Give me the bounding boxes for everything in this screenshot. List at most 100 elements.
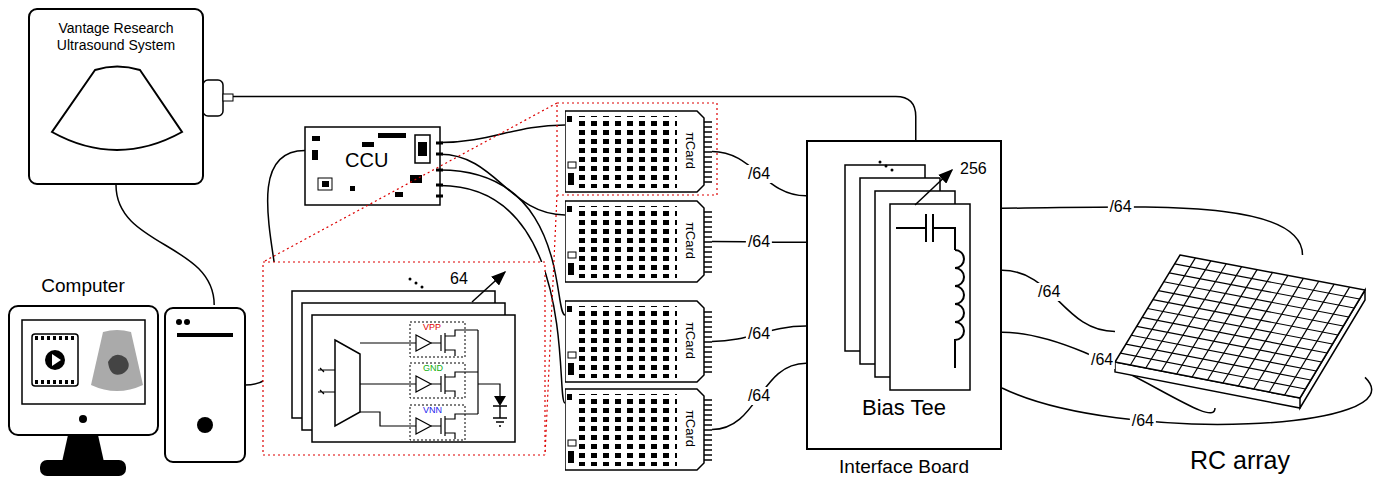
node-label: πCard [683, 388, 698, 468]
power-button [197, 417, 213, 433]
tower-led [176, 319, 182, 325]
svg-path [360, 343, 416, 426]
diode-bar-ground [493, 406, 507, 426]
grid-line [1120, 353, 1305, 389]
node-label: RC array [1115, 446, 1365, 475]
organ-blob [108, 355, 129, 375]
count-arrow [915, 170, 952, 205]
svg-path [416, 335, 431, 434]
channel-count: /64 [746, 233, 772, 251]
stack-dots [409, 278, 424, 289]
grid-line [1126, 344, 1311, 380]
drive-slot [177, 333, 233, 337]
pi-card [565, 389, 712, 470]
ultrasound-fan [52, 67, 182, 151]
cable [116, 185, 214, 305]
zoom-box [557, 103, 717, 195]
tower [165, 308, 245, 462]
count-number: 64 [450, 270, 468, 288]
cable [712, 363, 806, 429]
monitor-stand [62, 435, 104, 462]
svg-circle [885, 165, 888, 168]
count-arrow [472, 272, 505, 302]
channel-count: /64 [1107, 198, 1133, 216]
array-top [1115, 255, 1365, 398]
grid-line [1223, 275, 1288, 383]
zoom-line [263, 103, 557, 455]
ccu-board [305, 127, 440, 205]
cable [712, 152, 806, 196]
chip [362, 142, 374, 147]
node-caption: Interface Board [808, 456, 1000, 478]
array-grid [1120, 258, 1359, 395]
grid-line [1238, 278, 1303, 386]
count-number: 256 [960, 160, 987, 178]
probe-port [203, 80, 223, 116]
ccu-ports [436, 143, 443, 196]
grid-line [1137, 326, 1322, 362]
channel-count: /64 [1130, 412, 1156, 430]
film-holes [35, 338, 75, 382]
svg-circle [879, 161, 882, 164]
channel-count: /64 [746, 165, 772, 183]
node-label: πCard [683, 300, 698, 380]
chip [312, 150, 318, 160]
port-pin [223, 94, 233, 101]
svg-circle [421, 286, 424, 289]
rail-label: VPP [423, 322, 441, 332]
cable [1002, 207, 1303, 255]
node-label: πCard [683, 200, 698, 280]
driver-boxes [410, 322, 465, 440]
card-dots [879, 161, 894, 172]
svg-circle [409, 278, 412, 281]
svg-rect [890, 204, 970, 390]
svg-path [431, 330, 478, 356]
pi-card: πCard [565, 388, 712, 471]
grid-line [1131, 335, 1316, 371]
chip [415, 135, 430, 163]
drivers [360, 330, 500, 439]
play-triangle [52, 354, 61, 366]
svg-path [478, 330, 500, 414]
rail-label: VNN [423, 405, 442, 415]
node-label: Vantage Research Ultrasound System [46, 20, 186, 54]
chip [318, 178, 332, 190]
node-label: Computer [8, 275, 158, 297]
pi-card: πCard [565, 200, 712, 283]
chip [322, 181, 329, 187]
pi-card: πCard [565, 110, 712, 193]
pi-card: πCard [565, 300, 712, 383]
interface-board: Bias TeeInterface Board [806, 140, 1002, 450]
svg-path [431, 372, 478, 397]
grid-line [1208, 273, 1273, 381]
ccu-board: CCU [305, 127, 440, 205]
grid-line [1254, 281, 1319, 389]
grid-line [1285, 287, 1350, 395]
chip [312, 136, 320, 141]
grid-line [1142, 317, 1327, 353]
monitor [9, 306, 158, 435]
channel-count: /64 [746, 325, 772, 343]
grid-line [1269, 284, 1334, 392]
node-label: CCU [345, 149, 388, 172]
chip [418, 142, 427, 156]
svg-circle [891, 169, 894, 172]
tower-led [184, 319, 190, 325]
chip [378, 133, 406, 138]
chip [395, 192, 403, 197]
inset-card [312, 315, 515, 442]
play-button [45, 350, 65, 370]
pi-card [565, 201, 712, 282]
pi-card [565, 111, 712, 192]
rc-array: RC array [1115, 255, 1365, 408]
channel-count: /64 [746, 387, 772, 405]
pi-card [565, 301, 712, 382]
mux [335, 340, 360, 426]
node-label: πCard [683, 110, 698, 190]
channel-count: /64 [1089, 351, 1115, 369]
bias-tee-cards [845, 165, 970, 390]
capacitor [896, 214, 955, 250]
rail-label: GND [423, 363, 443, 373]
inductor [955, 250, 964, 368]
